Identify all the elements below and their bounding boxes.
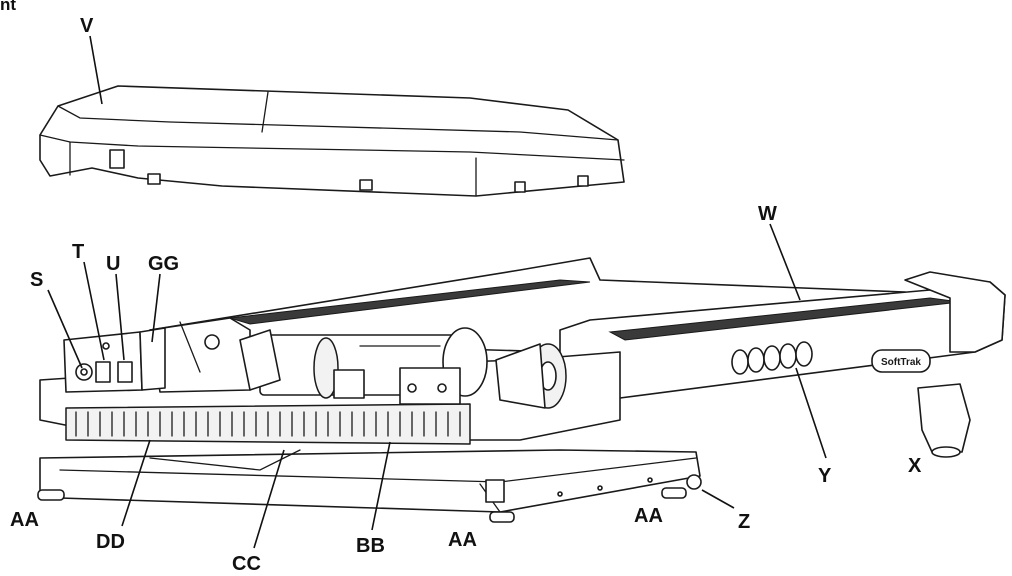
base-frame bbox=[37, 449, 702, 523]
softtrak-logo-text: SoftTrak bbox=[881, 357, 921, 368]
callout-leaders bbox=[47, 35, 827, 549]
callout-u: U bbox=[106, 253, 120, 275]
motor-mount-bracket bbox=[399, 367, 461, 405]
walking-belt-rear bbox=[229, 279, 591, 325]
callout-y: Y bbox=[818, 465, 832, 487]
hood-clip bbox=[147, 173, 161, 185]
rubber-foot bbox=[661, 487, 687, 499]
callout-cc: CC bbox=[232, 553, 261, 575]
front-end-cap bbox=[904, 271, 1006, 353]
callout-v: V bbox=[80, 15, 94, 37]
softtrak-logo: SoftTrak bbox=[871, 349, 931, 373]
drive-motor bbox=[259, 327, 488, 405]
callout-aa-left: AA bbox=[10, 509, 39, 531]
motor-brush-cap bbox=[333, 369, 365, 399]
header-fragment: nt bbox=[0, 0, 16, 14]
power-switch bbox=[95, 361, 111, 383]
hood-clip bbox=[514, 181, 526, 193]
controller-board-housing bbox=[139, 327, 166, 391]
callout-gg: GG bbox=[148, 253, 179, 275]
front-roller-pulley bbox=[495, 343, 567, 409]
hood-clip bbox=[577, 175, 589, 187]
handgrip-bumps bbox=[731, 341, 813, 375]
rubber-foot bbox=[489, 511, 515, 523]
callout-t: T bbox=[72, 241, 84, 263]
callout-bb: BB bbox=[356, 535, 385, 557]
hood-tab bbox=[109, 149, 125, 169]
transport-wheel bbox=[686, 474, 702, 490]
callout-aa-right: AA bbox=[634, 505, 663, 527]
frame-corner-bracket bbox=[485, 479, 505, 503]
motor-hood-cover bbox=[39, 85, 625, 197]
callout-w: W bbox=[758, 203, 777, 225]
callout-x: X bbox=[908, 455, 922, 477]
rubber-foot bbox=[37, 489, 65, 501]
rear-frame-block bbox=[149, 317, 281, 393]
flywheel bbox=[313, 337, 339, 399]
callout-z: Z bbox=[738, 511, 750, 533]
power-cord-socket bbox=[117, 361, 133, 383]
callout-dd: DD bbox=[96, 531, 125, 553]
hood-clip bbox=[359, 179, 373, 191]
callout-s: S bbox=[30, 269, 43, 291]
callout-aa-mid: AA bbox=[448, 529, 477, 551]
front-leveling-foot bbox=[917, 383, 971, 458]
